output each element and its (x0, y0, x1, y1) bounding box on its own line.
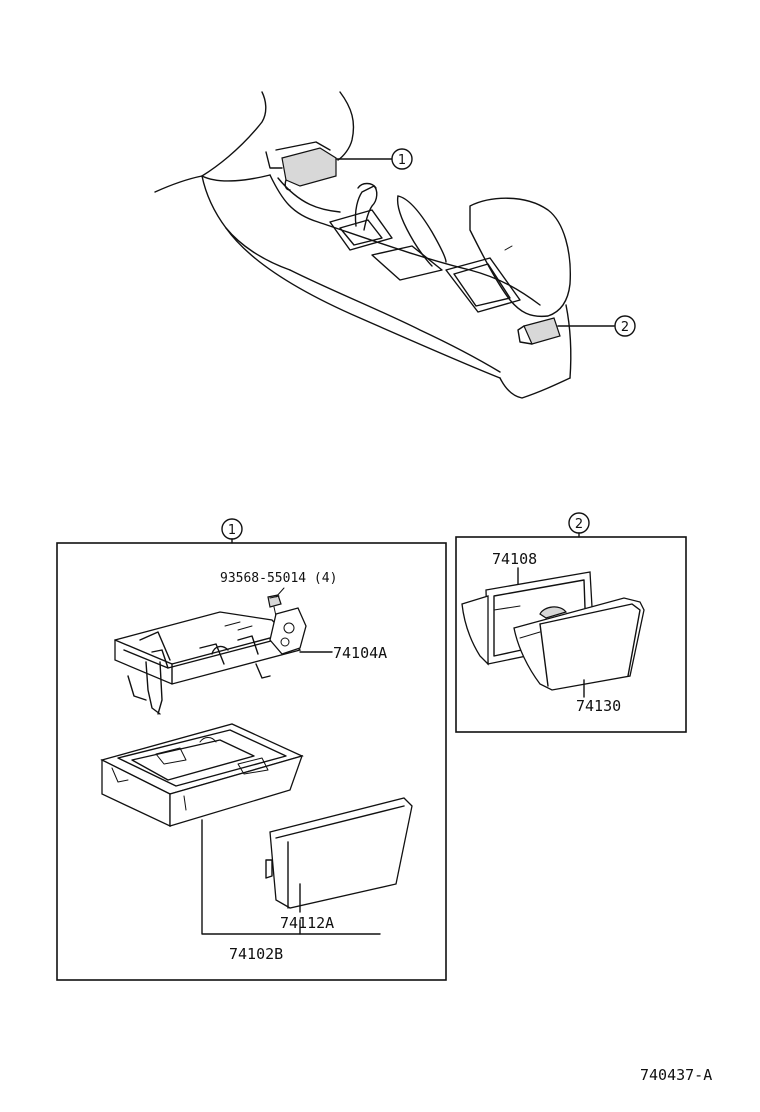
tray-74102B-illustration (100, 723, 304, 828)
detail-box-2 (455, 536, 687, 733)
svg-text:2: 2 (621, 320, 629, 335)
leader-74102B-left (201, 819, 381, 935)
callout-1-top: 1 (391, 148, 413, 170)
callout-1-box: 1 (221, 518, 243, 540)
bracket-74104A-illustration (114, 607, 307, 715)
svg-text:1: 1 (228, 523, 236, 538)
part-label-74104A: 74104A (333, 644, 387, 662)
console-overview-illustration (154, 91, 572, 399)
part-label-93568: 93568-55014 (4) (220, 571, 337, 586)
svg-text:2: 2 (575, 517, 583, 532)
part-label-74112A: 74112A (280, 914, 334, 932)
svg-text:1: 1 (398, 153, 406, 168)
screw-icon (267, 594, 282, 617)
callout-2-box: 2 (568, 512, 590, 534)
panel-74112A-illustration (265, 797, 413, 909)
part-label-74102B: 74102B (229, 945, 283, 963)
detail-box-1 (56, 542, 447, 981)
leader-93568 (275, 587, 285, 598)
ashtray-74130-illustration (513, 597, 645, 691)
part-label-74130: 74130 (576, 697, 621, 715)
figure-code: 740437-A (640, 1066, 712, 1084)
callout-2-top: 2 (614, 315, 636, 337)
part-label-74108: 74108 (492, 550, 537, 568)
